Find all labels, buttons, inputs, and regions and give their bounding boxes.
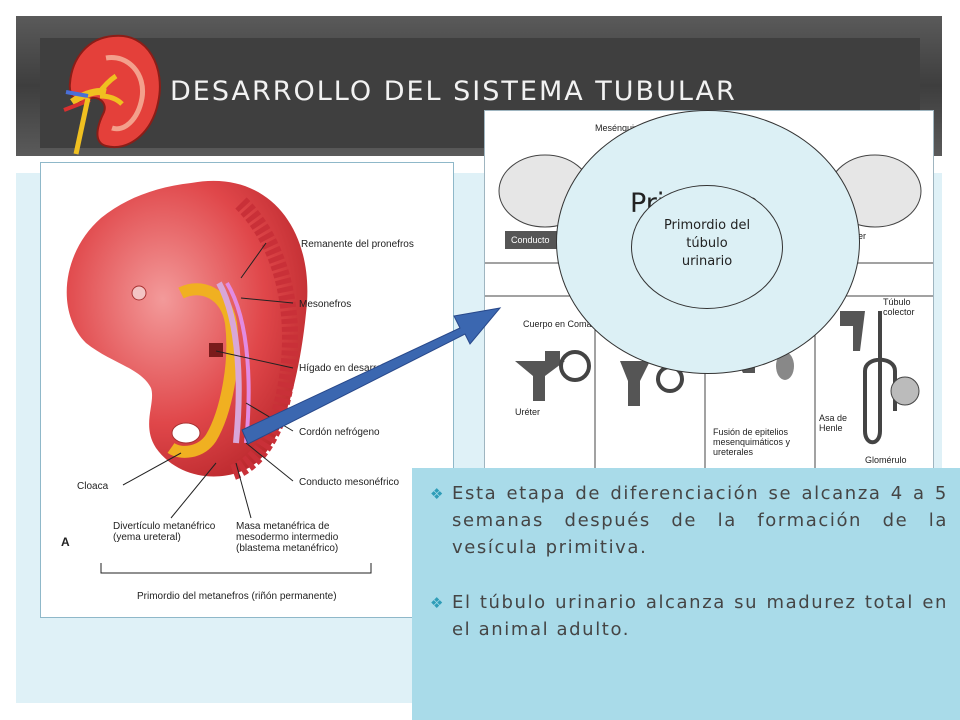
label-glomerulo: Glomérulo bbox=[865, 455, 907, 465]
label-primordio: Primordio del metanefros (riñón permanen… bbox=[137, 591, 337, 602]
kidney-icon bbox=[63, 34, 161, 155]
bullet-item: ❖ Esta etapa de diferenciación se alcanz… bbox=[426, 480, 948, 561]
slide-title: DESARROLLO DEL SISTEMA TUBULAR bbox=[170, 76, 737, 107]
embryo-figure: Remanente del pronefros Mesonefros Hígad… bbox=[40, 162, 454, 618]
label-cloaca: Cloaca bbox=[77, 481, 109, 492]
bullet-text: El túbulo urinario alcanza su madurez to… bbox=[452, 592, 948, 640]
bullet-text: Esta etapa de diferenciación se alcanza … bbox=[452, 483, 948, 558]
label-conducto: Conducto mesonéfrico bbox=[299, 477, 400, 488]
label-pronefros: Remanente del pronefros bbox=[301, 239, 414, 250]
bullet-list: ❖ Esta etapa de diferenciación se alcanz… bbox=[426, 480, 948, 671]
label-asa: Asa de Henle bbox=[819, 413, 848, 433]
embryo-illustration bbox=[66, 180, 372, 574]
label-diverticulo: Divertículo metanéfrico (yema ureteral) bbox=[113, 521, 216, 543]
bullet-item: ❖ El túbulo urinario alcanza su madurez … bbox=[426, 589, 948, 643]
label-cuerpo: Cuerpo en Coma bbox=[523, 319, 592, 329]
label-cordon: Cordón nefrógeno bbox=[299, 427, 380, 438]
label-conducto-right: Conducto bbox=[511, 235, 550, 245]
label-mesonefros: Mesonefros bbox=[299, 299, 352, 310]
label-tubulo-colector: Túbulo colector bbox=[883, 297, 915, 317]
callout-small-circle: Primordio del túbulo urinario bbox=[631, 185, 783, 309]
text-box bbox=[412, 468, 960, 720]
diamond-bullet-icon: ❖ bbox=[430, 485, 446, 503]
label-ureter-bottom: Uréter bbox=[515, 407, 541, 417]
label-higado: Hígado en desarrollo bbox=[299, 363, 392, 374]
label-fusion: Fusión de epitelios mesenquimáticos y ur… bbox=[713, 427, 791, 457]
panel-letter: A bbox=[61, 535, 70, 549]
callout-small-text: Primordio del túbulo urinario bbox=[663, 218, 751, 269]
diamond-bullet-icon: ❖ bbox=[430, 594, 446, 612]
label-masa: Masa metanéfrica de mesodermo intermedio… bbox=[236, 521, 339, 554]
